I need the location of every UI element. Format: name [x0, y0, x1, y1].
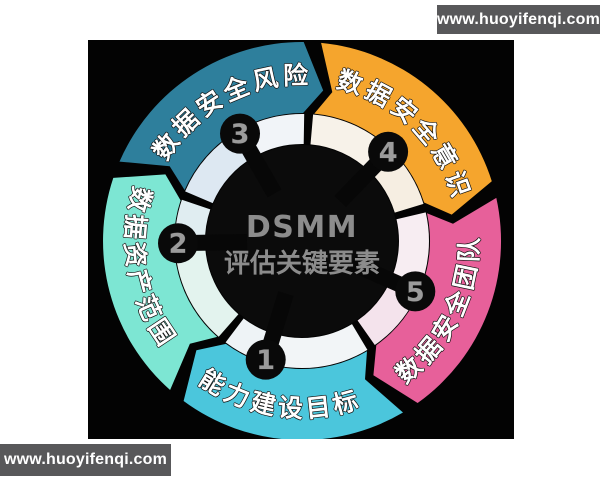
- segment-3-arc: [119, 41, 324, 190]
- center-title-line1: DSMM: [246, 210, 358, 245]
- number-badge-1: [245, 339, 286, 380]
- number-4: 4: [379, 137, 398, 168]
- watermark-top-text: www.huoyifenqi.com: [437, 10, 600, 28]
- watermark-bottom-bar: www.huoyifenqi.com: [0, 444, 171, 476]
- segment-1-arc: [183, 343, 403, 439]
- segment-4-arc: [314, 42, 492, 215]
- number-badge-5: [395, 271, 436, 312]
- segment-5-arc: [373, 197, 502, 403]
- number-badge-3: [220, 113, 260, 154]
- number-3: 3: [231, 119, 250, 150]
- watermark-bottom-text: www.huoyifenqi.com: [3, 451, 167, 468]
- number-2: 2: [169, 229, 188, 260]
- dsmm-ring-diagram: 1能力建设目标2数据资产范围3数据安全风险4数据安全意识5数据安全团队DSMM评…: [103, 41, 502, 439]
- segment-2-arc: [103, 174, 218, 390]
- center-title-line2: 评估关键要素: [224, 248, 380, 279]
- number-badge-4: [368, 131, 409, 172]
- number-1: 1: [256, 345, 275, 376]
- inner-ring-arc-2a: [175, 242, 239, 337]
- number-badge-2: [158, 223, 198, 264]
- watermark-top-bar: www.huoyifenqi.com: [437, 5, 600, 34]
- number-5: 5: [406, 277, 425, 308]
- inner-ring-arc-1a: [264, 324, 368, 369]
